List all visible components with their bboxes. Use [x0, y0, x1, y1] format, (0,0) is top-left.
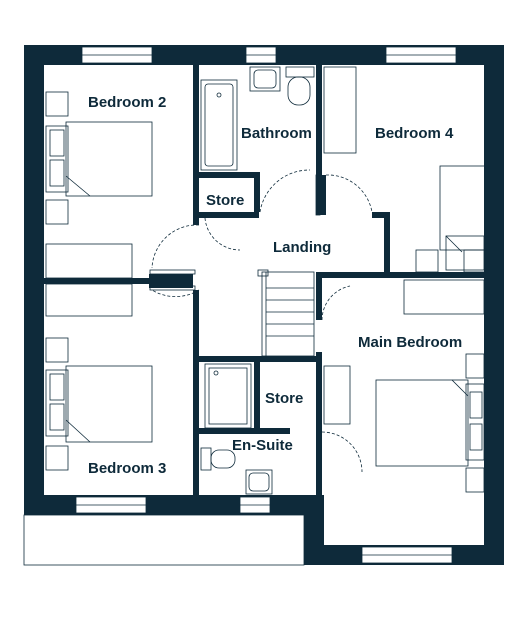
ensuite-fixtures: [200, 363, 273, 495]
bedroom3-furniture: [45, 283, 153, 471]
label-landing: Landing: [273, 239, 331, 256]
exterior-walls: [24, 45, 504, 565]
staircase: [257, 269, 315, 357]
label-bedroom-3: Bedroom 3: [88, 460, 166, 477]
ledge: [23, 514, 305, 566]
room-labels: Bedroom 2 Bathroom Bedroom 4 Store Landi…: [88, 94, 462, 477]
main-bedroom-furniture: [323, 279, 485, 493]
windows: [75, 46, 457, 564]
label-store-lower: Store: [265, 390, 303, 407]
bedroom2-furniture: [45, 91, 153, 279]
label-bedroom-2: Bedroom 2: [88, 94, 166, 111]
label-ensuite: En-Suite: [232, 437, 293, 454]
doors: [149, 169, 373, 473]
label-main-bedroom: Main Bedroom: [358, 334, 462, 351]
bathroom-fixtures: [200, 66, 315, 171]
interior-walls: [44, 65, 484, 495]
label-bathroom: Bathroom: [241, 125, 312, 142]
label-bedroom-4: Bedroom 4: [375, 125, 454, 142]
label-store-upper: Store: [206, 192, 244, 209]
bedroom4-furniture: [323, 66, 491, 273]
